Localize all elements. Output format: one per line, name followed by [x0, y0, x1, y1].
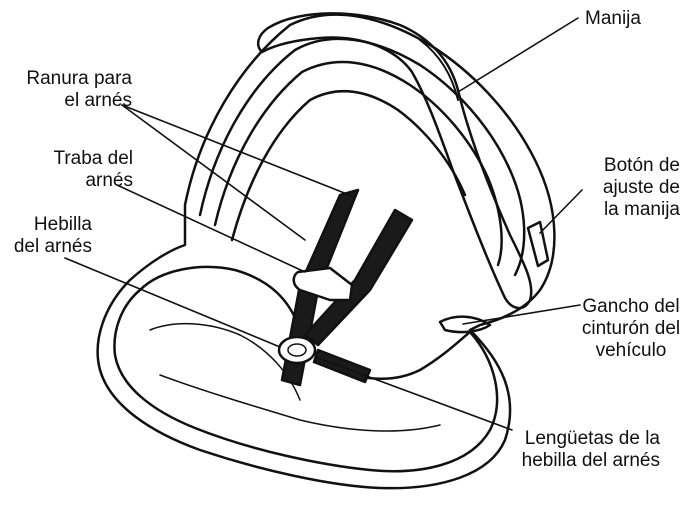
label-hebilla-line1: Hebilla [6, 214, 92, 236]
label-gancho-line1: Gancho del [572, 296, 690, 318]
leader-traba [117, 185, 305, 272]
label-traba: Traba del arnés [30, 148, 133, 192]
label-manija: Manija [585, 8, 641, 30]
label-traba-line2: arnés [30, 170, 133, 192]
label-boton-line1: Botón de [580, 155, 680, 177]
label-ranura: Ranura para el arnés [12, 68, 132, 112]
label-manija-line: Manija [585, 8, 641, 30]
seat-pad-seam [150, 324, 300, 400]
leader-ranura-2 [122, 105, 305, 240]
leader-lenguetas [318, 358, 512, 430]
label-ranura-line1: Ranura para [12, 68, 132, 90]
harness-lower-right [314, 350, 370, 382]
leader-boton [540, 190, 582, 233]
seat-shell-ridge2 [232, 91, 465, 240]
label-boton-line2: ajuste de [580, 177, 680, 199]
label-ranura-line2: el arnés [12, 90, 132, 112]
leader-manija [458, 18, 578, 92]
label-gancho-line2: cinturón del [572, 318, 690, 340]
label-lenguetas-line2: hebilla del arnés [500, 450, 660, 472]
label-traba-line1: Traba del [30, 148, 133, 170]
label-gancho: Gancho del cinturón del vehículo [572, 296, 690, 362]
label-hebilla: Hebilla del arnés [6, 214, 92, 258]
label-lenguetas-line1: Lengüetas de la [500, 428, 660, 450]
seat-shell-inner [200, 39, 524, 275]
label-boton: Botón de ajuste de la manija [580, 155, 680, 221]
label-lenguetas: Lengüetas de la hebilla del arnés [500, 428, 660, 472]
label-boton-line3: la manija [580, 199, 680, 221]
label-hebilla-line2: del arnés [6, 236, 92, 258]
harness-buckle-inner [288, 344, 306, 356]
label-gancho-line3: vehículo [572, 340, 690, 362]
handle [258, 13, 531, 308]
